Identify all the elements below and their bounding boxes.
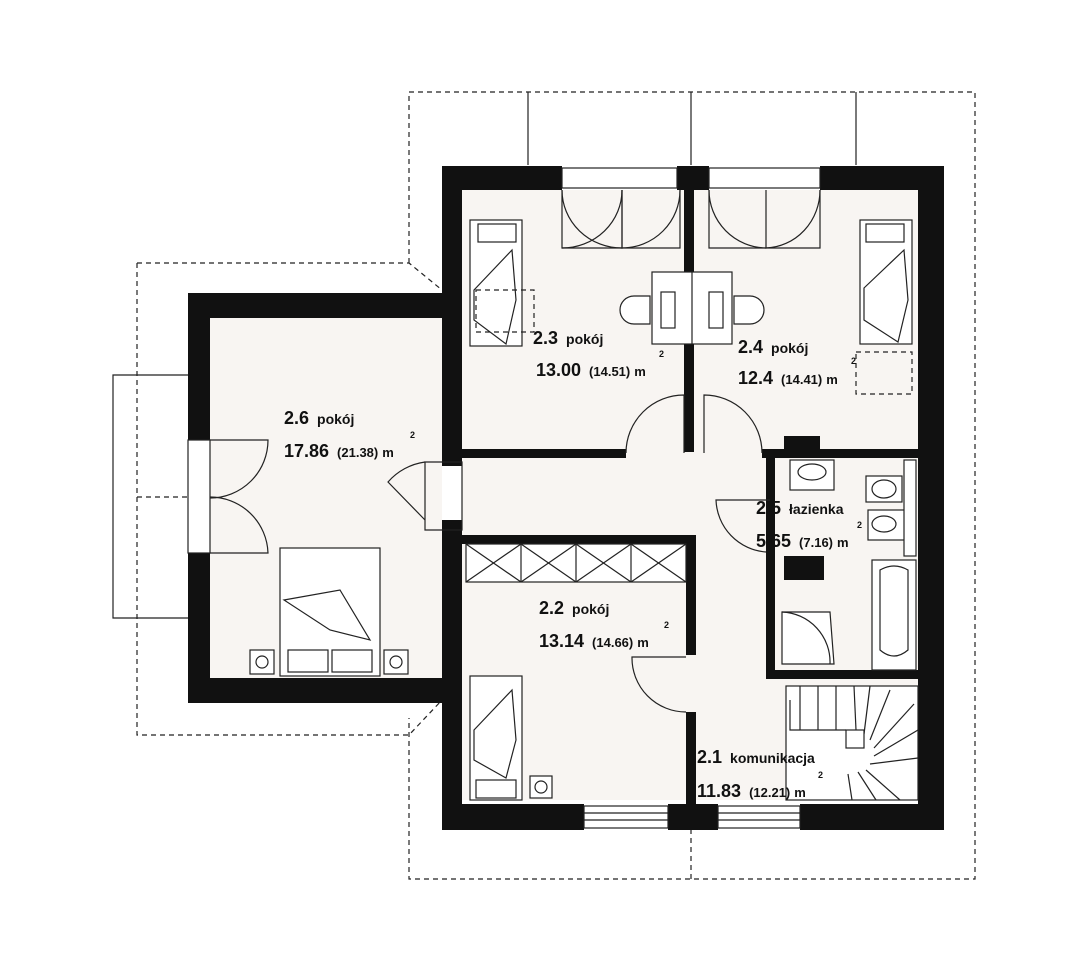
unit-superscript: 2 <box>857 520 862 530</box>
svg-text:13.00 (14.51) m: 13.00 (14.51) m <box>536 360 646 380</box>
room-area: 5.65 <box>756 531 791 551</box>
doors <box>209 189 821 713</box>
room-gross-area: (14.51) <box>589 364 630 379</box>
unit-superscript: 2 <box>818 770 823 780</box>
room-area-unit: m <box>837 535 849 550</box>
room-area-unit: m <box>826 372 838 387</box>
room-area-unit: m <box>637 635 649 650</box>
room-name: komunikacja <box>730 750 815 766</box>
stairs <box>785 685 919 801</box>
label-room-2-1: 2.1 komunikacja 11.83 (12.21) m 2 <box>697 747 823 801</box>
room-number: 2.4 <box>738 337 763 357</box>
svg-text:2.4 pokój: 2.4 pokój <box>738 337 808 357</box>
unit-superscript: 2 <box>410 430 415 440</box>
svg-text:2.3 pokój: 2.3 pokój <box>533 328 603 348</box>
room-number: 2.5 <box>756 498 781 518</box>
svg-text:13.14 (14.66) m: 13.14 (14.66) m <box>539 631 649 651</box>
svg-text:17.86 (21.38) m: 17.86 (21.38) m <box>284 441 394 461</box>
svg-text:2.2 pokój: 2.2 pokój <box>539 598 609 618</box>
room-name: pokój <box>572 601 609 617</box>
svg-text:12.4 (14.41) m: 12.4 (14.41) m <box>738 368 838 388</box>
label-room-2-3: 2.3 pokój 13.00 (14.51) m 2 <box>533 328 664 380</box>
room-gross-area: (12.21) <box>749 785 790 800</box>
bed-2-4 <box>855 219 913 395</box>
room-gross-area: (14.41) <box>781 372 822 387</box>
unit-superscript: 2 <box>659 349 664 359</box>
wardrobe <box>465 543 687 583</box>
room-gross-area: (14.66) <box>592 635 633 650</box>
room-gross-area: (21.38) <box>337 445 378 460</box>
room-name: pokój <box>771 340 808 356</box>
room-name: łazienka <box>789 501 844 517</box>
label-room-2-2: 2.2 pokój 13.14 (14.66) m 2 <box>539 598 669 651</box>
bed-2-3 <box>469 219 535 347</box>
room-area: 13.00 <box>536 360 581 380</box>
label-room-2-5: 2.5 łazienka 5.65 (7.16) m 2 <box>756 498 862 551</box>
room-number: 2.1 <box>697 747 722 767</box>
room-area: 11.83 <box>697 781 741 801</box>
svg-text:5.65 (7.16) m: 5.65 (7.16) m <box>756 531 849 551</box>
bed-2-2 <box>469 675 553 801</box>
walls <box>187 166 944 830</box>
room-area: 13.14 <box>539 631 584 651</box>
unit-superscript: 2 <box>664 620 669 630</box>
svg-text:2.5 łazienka: 2.5 łazienka <box>756 498 844 518</box>
svg-text:2.6 pokój: 2.6 pokój <box>284 408 354 428</box>
room-name: pokój <box>317 411 354 427</box>
room-area-unit: m <box>794 785 806 800</box>
room-area-unit: m <box>382 445 394 460</box>
room-gross-area: (7.16) <box>799 535 833 550</box>
svg-text:11.83 (12.21) m: 11.83 (12.21) m <box>697 781 806 801</box>
bathroom-fixtures <box>781 459 917 671</box>
room-number: 2.3 <box>533 328 558 348</box>
room-area-unit: m <box>634 364 646 379</box>
label-room-2-4: 2.4 pokój 12.4 (14.41) m 2 <box>738 337 856 388</box>
bed-2-6 <box>249 547 409 677</box>
svg-text:2.1 komunikacja: 2.1 komunikacja <box>697 747 815 767</box>
room-number: 2.2 <box>539 598 564 618</box>
windows <box>561 167 821 829</box>
desk <box>619 271 765 345</box>
room-area: 12.4 <box>738 368 773 388</box>
room-number: 2.6 <box>284 408 309 428</box>
room-name: pokój <box>566 331 603 347</box>
room-area: 17.86 <box>284 441 329 461</box>
label-room-2-6: 2.6 pokój 17.86 (21.38) m 2 <box>284 408 415 461</box>
unit-superscript: 2 <box>851 356 856 366</box>
